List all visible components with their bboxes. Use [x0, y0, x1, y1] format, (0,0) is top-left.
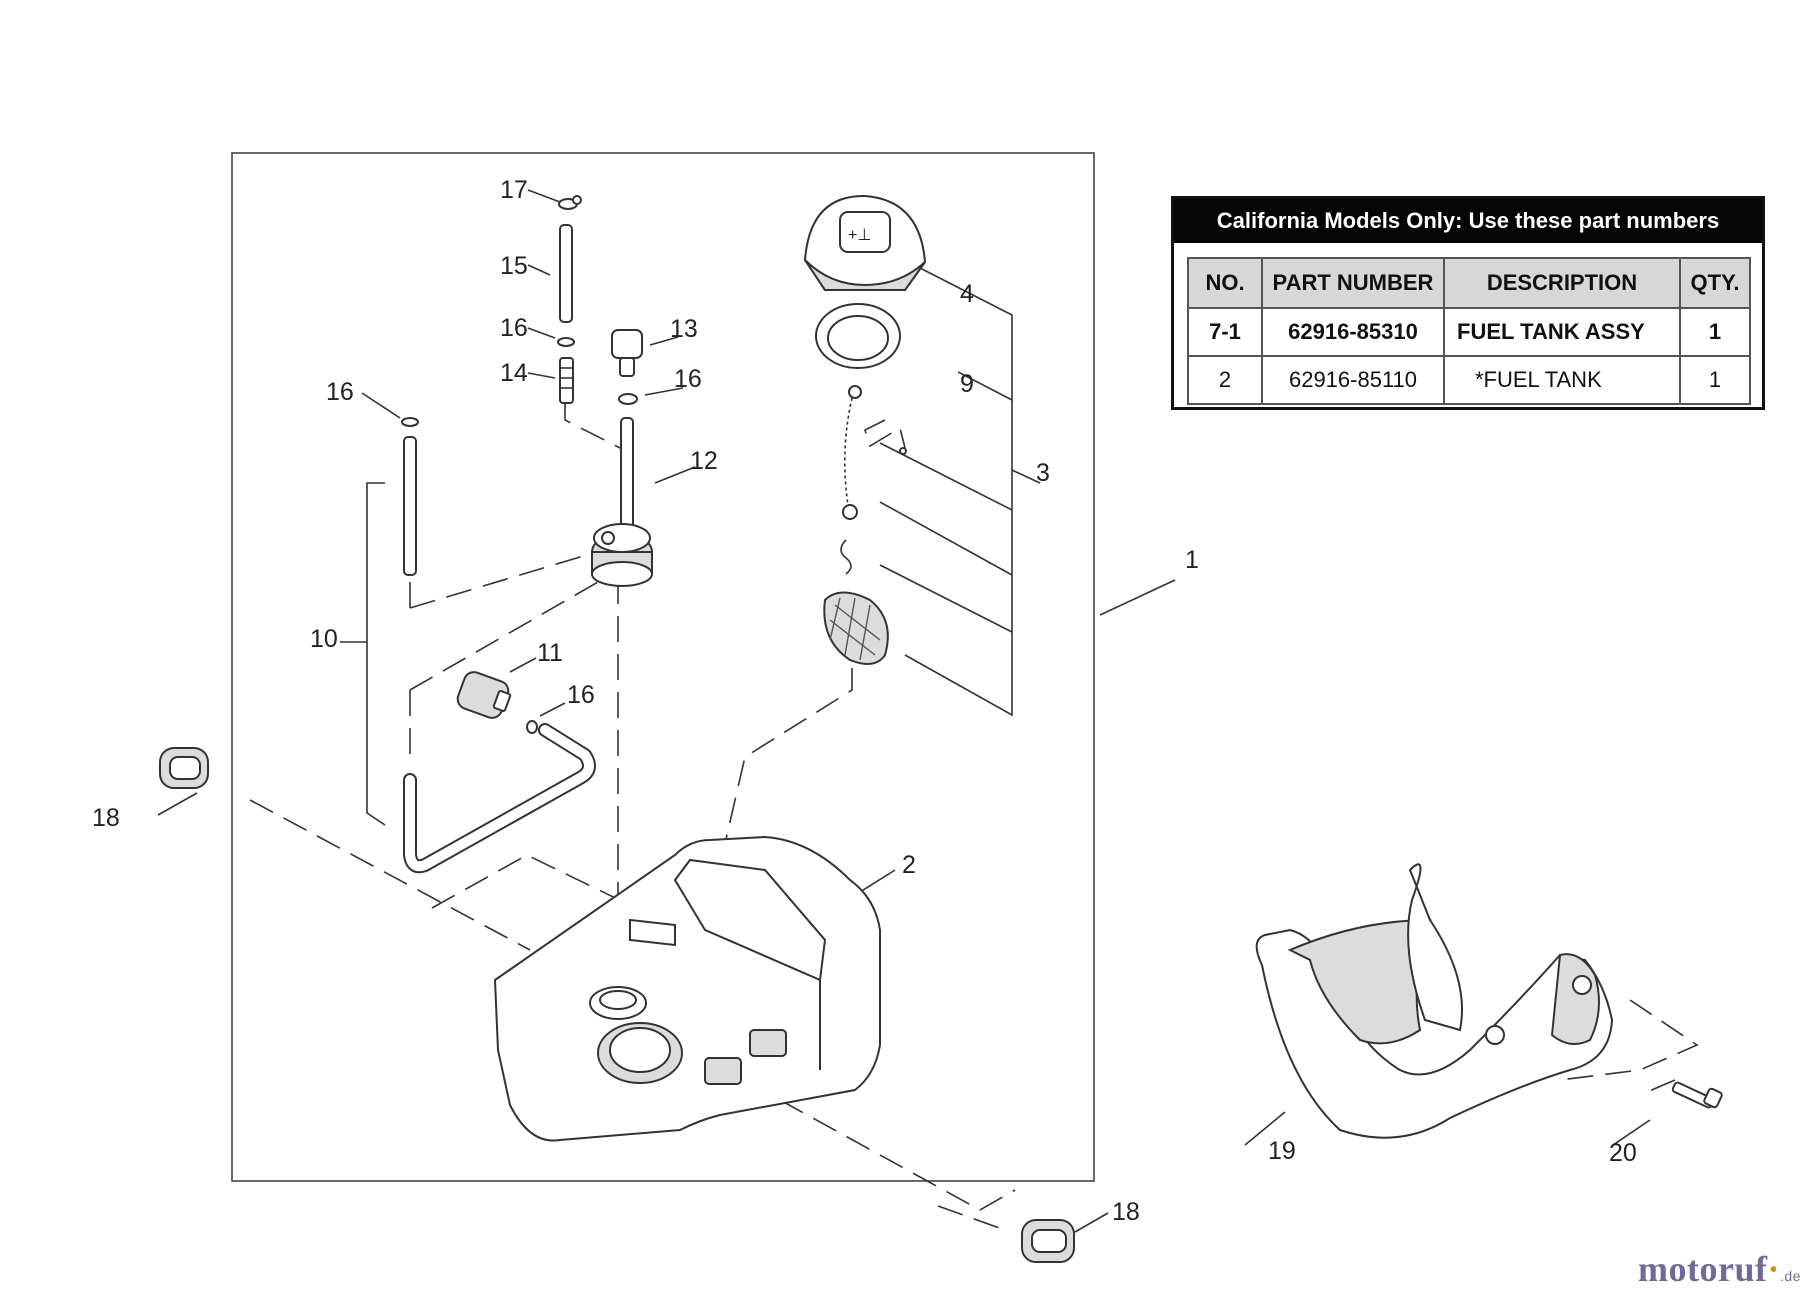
- assembly-dashed-lines: [249, 400, 1699, 1231]
- callout-9: 9: [960, 370, 974, 398]
- callout-10: 10: [310, 625, 338, 653]
- tube-15: [559, 224, 573, 323]
- callout-2: 2: [902, 851, 916, 879]
- cap-tether-3: [840, 385, 907, 575]
- cell-part-number: 62916-85310: [1261, 307, 1445, 357]
- fuel-hose-10: [403, 436, 596, 874]
- callout-16: 16: [500, 314, 528, 342]
- header-part-number: PART NUMBER: [1261, 257, 1445, 309]
- header-no: NO.: [1187, 257, 1263, 309]
- fuel-cap-4: +⊥: [803, 194, 927, 291]
- cell-description: FUEL TANK ASSY: [1443, 307, 1681, 357]
- cap-gasket-9: [815, 303, 901, 369]
- callout-18: 18: [1112, 1198, 1140, 1226]
- gasket-ring-16a: [557, 337, 575, 347]
- callout-numbers: 17 15 16 14 16 13 16 12 4 9 3 1 10 11 16…: [92, 176, 1637, 1226]
- cell-description: *FUEL TANK: [1443, 355, 1681, 405]
- grommet-12: [591, 417, 653, 587]
- callout-11: 11: [537, 639, 563, 667]
- fuel-tank-assembly-frame: [231, 152, 1095, 1182]
- cell-qty: 1: [1679, 355, 1751, 405]
- grommet-18a: [159, 747, 209, 789]
- table-header-row: NO. PART NUMBER DESCRIPTION QTY.: [1187, 257, 1751, 309]
- tank-guard-19: [1255, 863, 1614, 1139]
- california-parts-table: California Models Only: Use these part n…: [1171, 196, 1765, 410]
- callout-15: 15: [500, 252, 528, 280]
- callout-16: 16: [326, 378, 354, 406]
- parts-table: NO. PART NUMBER DESCRIPTION QTY. 7-1 629…: [1187, 257, 1751, 405]
- breather-13: [611, 329, 643, 377]
- table-row: 2 62916-85110 *FUEL TANK 1: [1187, 355, 1751, 405]
- callout-18: 18: [92, 804, 120, 832]
- callout-20: 20: [1609, 1139, 1637, 1167]
- callout-13: 13: [670, 315, 698, 343]
- strainer-screen: [823, 591, 889, 665]
- callout-4: 4: [960, 280, 974, 308]
- callout-14: 14: [500, 359, 528, 387]
- callout-19: 19: [1268, 1137, 1296, 1165]
- table-title: California Models Only: Use these part n…: [1174, 199, 1762, 243]
- screw-20: [1671, 1081, 1723, 1109]
- cell-no: 2: [1187, 355, 1263, 405]
- callout-17: 17: [500, 176, 528, 204]
- svg-text:+⊥: +⊥: [848, 227, 871, 244]
- gasket-ring-16c: [401, 417, 419, 427]
- watermark-accent: ·: [1767, 1249, 1780, 1289]
- cell-part-number: 62916-85110: [1261, 355, 1445, 405]
- table-row: 7-1 62916-85310 FUEL TANK ASSY 1: [1187, 307, 1751, 357]
- fitting-14: [559, 357, 574, 404]
- fuel-tank-2: [493, 835, 881, 1142]
- cell-qty: 1: [1679, 307, 1751, 357]
- fuel-filter-11: [456, 671, 512, 719]
- grommet-18b: [1021, 1219, 1075, 1263]
- clip-17: [558, 195, 582, 210]
- callout-16: 16: [674, 365, 702, 393]
- gasket-ring-16d: [526, 720, 538, 734]
- gasket-ring-16b: [618, 393, 638, 405]
- callout-16: 16: [567, 681, 595, 709]
- watermark-logo: motoruf·.de: [1638, 1248, 1800, 1290]
- callout-3: 3: [1036, 459, 1050, 487]
- callout-12: 12: [690, 447, 718, 475]
- header-description: DESCRIPTION: [1443, 257, 1681, 309]
- callout-1: 1: [1185, 546, 1199, 574]
- cell-no: 7-1: [1187, 307, 1263, 357]
- header-qty: QTY.: [1679, 257, 1751, 309]
- watermark-main: motoruf: [1638, 1249, 1768, 1289]
- leader-lines: [157, 189, 1651, 1233]
- watermark-suffix: .de: [1779, 1268, 1800, 1284]
